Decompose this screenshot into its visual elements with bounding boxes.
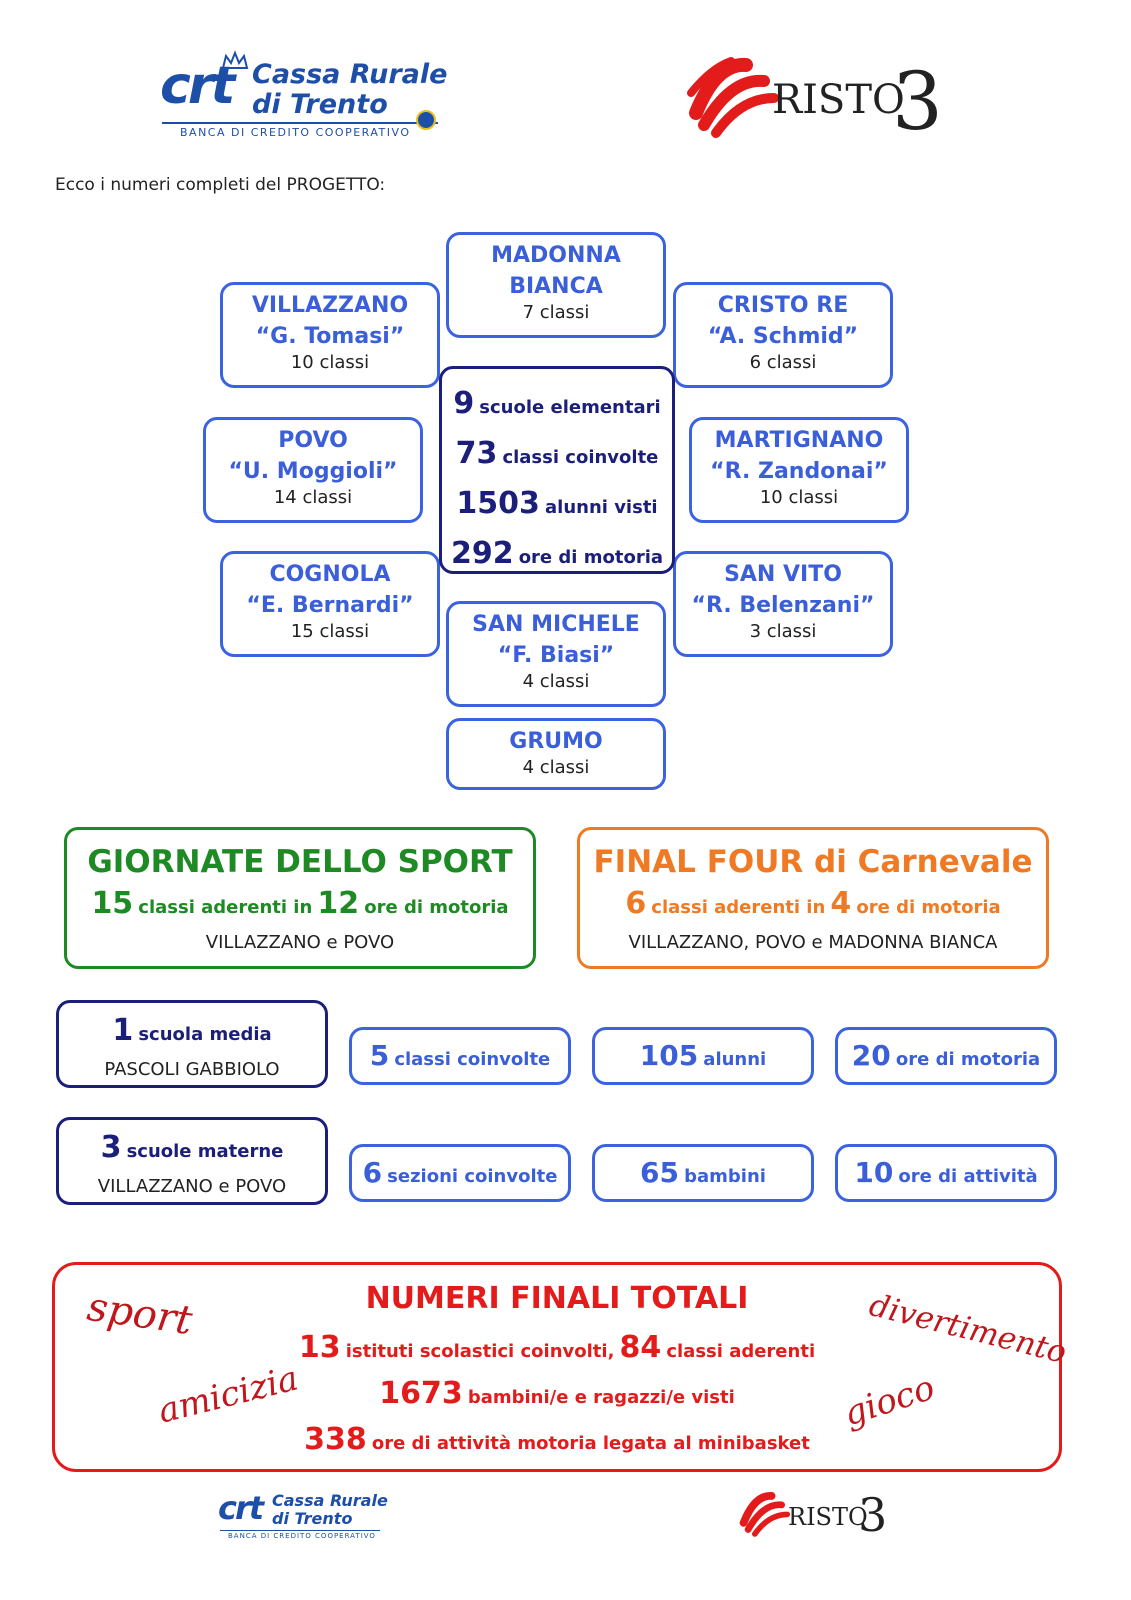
intro-text: Ecco i numeri completi del PROGETTO: bbox=[55, 175, 386, 195]
crt-divider bbox=[162, 122, 438, 124]
crt-name-line2: di Trento bbox=[252, 89, 388, 120]
center-row: 292 ore di motoria bbox=[450, 536, 664, 571]
scuola-media-box: 1 scuola media PASCOLI GABBIOLO bbox=[56, 1000, 328, 1088]
giornate-dello-sport-box: GIORNATE DELLO SPORT 15 classi aderenti … bbox=[64, 827, 536, 969]
center-summary: 9 scuole elementari 73 classi coinvolte … bbox=[439, 366, 675, 574]
crt-logo-footer: crt Cassa Rurale di Trento BANCA DI CRED… bbox=[218, 1488, 388, 1544]
school-martignano: MARTIGNANO “R. Zandonai” 10 classi bbox=[689, 417, 909, 523]
risto-brush-icon bbox=[739, 1492, 791, 1537]
totals-line2: 1673 bambini/e e ragazzi/e visti bbox=[379, 1376, 735, 1411]
crt-crown-icon bbox=[221, 50, 249, 69]
center-row: 1503 alunni visti bbox=[456, 486, 658, 521]
media-stat-ore: 20 ore di motoria bbox=[835, 1027, 1057, 1085]
school-san-vito: SAN VITO “R. Belenzani” 3 classi bbox=[673, 551, 893, 657]
crt-tagline-footer: BANCA DI CREDITO COOPERATIVO bbox=[228, 1532, 376, 1540]
risto-digit: 3 bbox=[892, 55, 943, 148]
school-grumo: GRUMO 4 classi bbox=[446, 718, 666, 790]
numeri-finali-totali-box: NUMERI FINALI TOTALI 13 istituti scolast… bbox=[52, 1262, 1070, 1472]
totals-line1: 13 istituti scolastici coinvolti, 84 cla… bbox=[298, 1330, 816, 1365]
media-stat-classi: 5 classi coinvolte bbox=[349, 1027, 571, 1085]
school-cristo-re: CRISTO RE “A. Schmid” 6 classi bbox=[673, 282, 893, 388]
school-cognola: COGNOLA “E. Bernardi” 15 classi bbox=[220, 551, 440, 657]
risto3-logo-footer: RISTO 3 bbox=[738, 1484, 898, 1550]
center-row: 9 scuole elementari bbox=[453, 386, 661, 421]
crt-mark: crt bbox=[160, 56, 235, 116]
final-four-stats: 6 classi aderenti in 4 ore di motoria bbox=[625, 886, 1001, 921]
totals-title: NUMERI FINALI TOTALI bbox=[365, 1281, 749, 1316]
crt-name-line2-footer: di Trento bbox=[272, 1509, 353, 1528]
school-povo: POVO “U. Moggioli” 14 classi bbox=[203, 417, 423, 523]
crt-name-line1: Cassa Rurale bbox=[252, 59, 448, 90]
giornate-stats: 15 classi aderenti in 12 ore di motoria bbox=[91, 886, 509, 921]
materne-stat-bambini: 65 bambini bbox=[592, 1144, 814, 1202]
giornate-sub: VILLAZZANO e POVO bbox=[205, 932, 395, 953]
risto-digit-footer: 3 bbox=[858, 1488, 888, 1542]
crt-logo: crt Cassa Rurale di Trento BANCA DI CRED… bbox=[160, 50, 450, 145]
risto-name-footer: RISTO bbox=[788, 1503, 868, 1531]
school-villazzano: VILLAZZANO “G. Tomasi” 10 classi bbox=[220, 282, 440, 388]
crt-name-line1-footer: Cassa Rurale bbox=[272, 1491, 388, 1510]
risto3-logo: RISTO 3 bbox=[686, 45, 956, 155]
scuole-materne-box: 3 scuole materne VILLAZZANO e POVO bbox=[56, 1117, 328, 1205]
final-four-sub: VILLAZZANO, POVO e MADONNA BIANCA bbox=[628, 932, 998, 953]
risto-brush-icon bbox=[687, 57, 779, 138]
final-four-title: FINAL FOUR di Carnevale bbox=[593, 844, 1033, 880]
crt-tagline: BANCA DI CREDITO COOPERATIVO bbox=[180, 126, 411, 139]
school-madonna-bianca: MADONNA BIANCA 7 classi bbox=[446, 232, 666, 338]
risto-name: RISTO bbox=[772, 77, 905, 123]
crt-seal-icon bbox=[416, 110, 436, 130]
media-stat-alunni: 105 alunni bbox=[592, 1027, 814, 1085]
crt-mark-footer: crt bbox=[218, 1489, 264, 1527]
materne-stat-ore: 10 ore di attività bbox=[835, 1144, 1057, 1202]
school-san-michele: SAN MICHELE “F. Biasi” 4 classi bbox=[446, 601, 666, 707]
final-four-box: FINAL FOUR di Carnevale 6 classi aderent… bbox=[577, 827, 1049, 969]
totals-line3: 338 ore di attività motoria legata al mi… bbox=[304, 1422, 810, 1457]
materne-stat-sezioni: 6 sezioni coinvolte bbox=[349, 1144, 571, 1202]
center-row: 73 classi coinvolte bbox=[455, 436, 659, 471]
giornate-title: GIORNATE DELLO SPORT bbox=[87, 844, 513, 880]
